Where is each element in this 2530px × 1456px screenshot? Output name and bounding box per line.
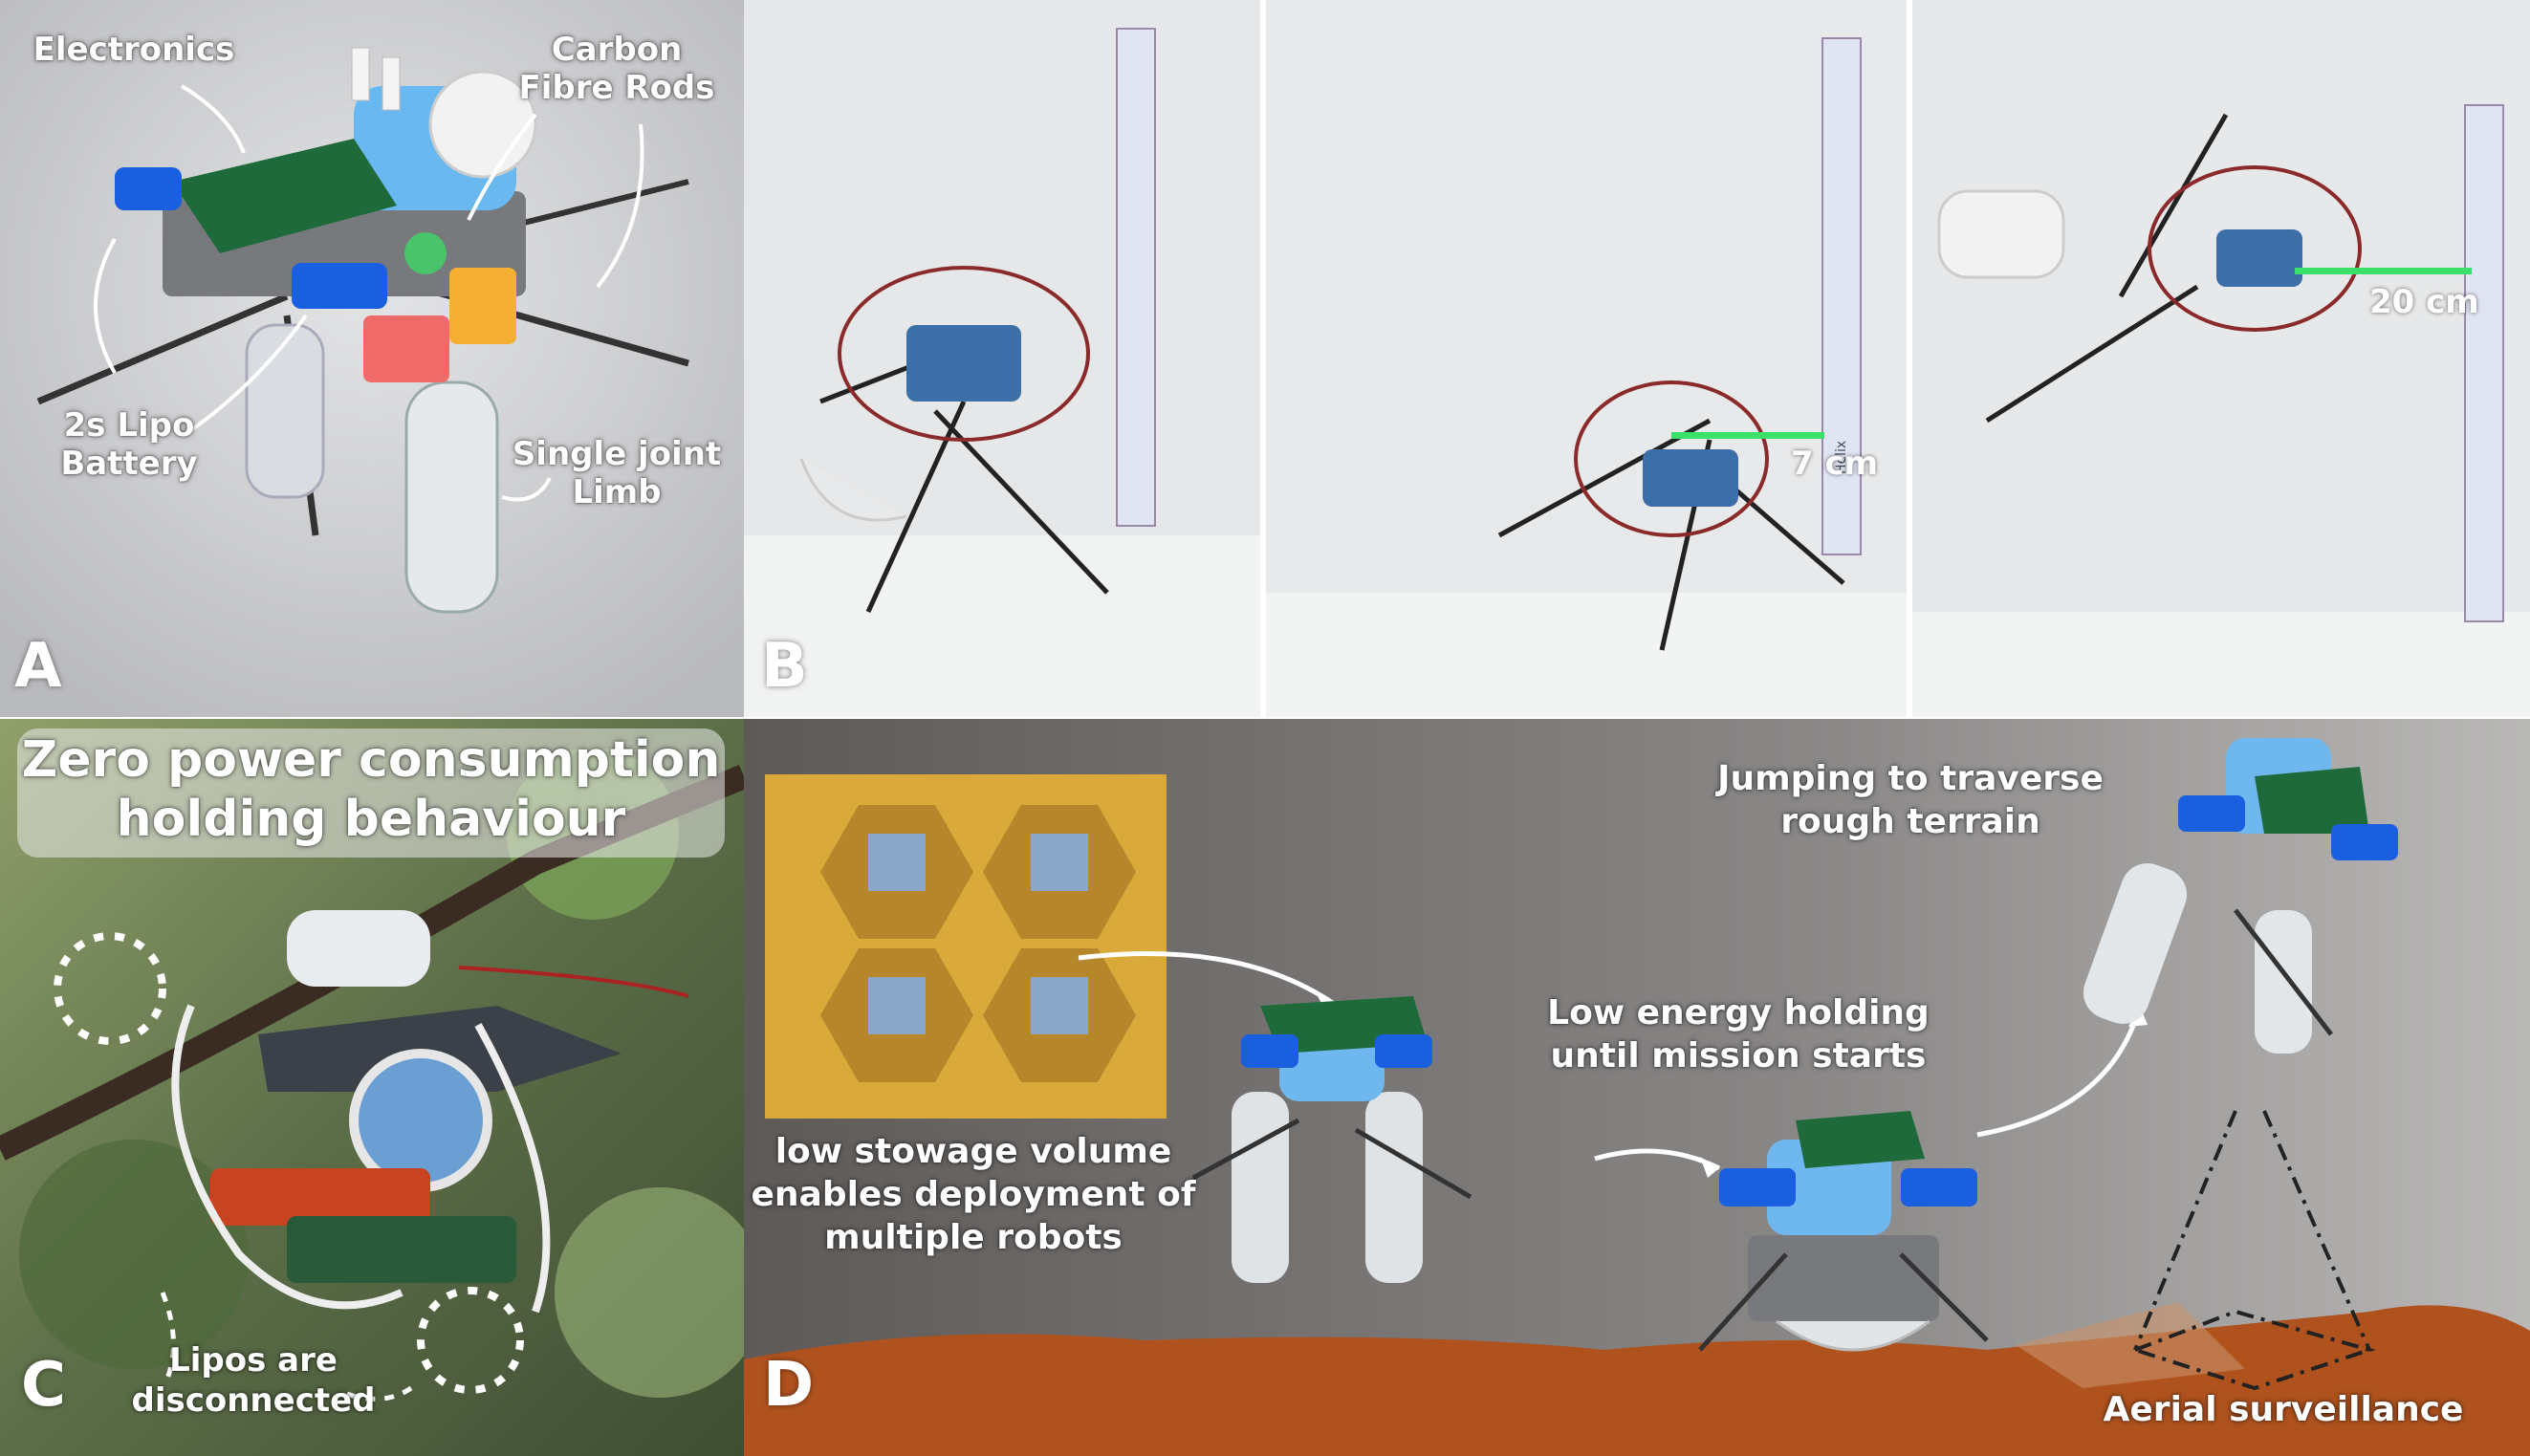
callout-carbon-rods: Carbon Fibre Rods [518, 31, 715, 107]
aerial-caption: Aerial surveillance [2103, 1390, 2464, 1429]
panel-letter-b: B [761, 631, 808, 702]
panel-letter-d: D [763, 1350, 815, 1421]
stowage-caption: low stowage volume enables deployment of… [751, 1132, 1196, 1257]
measure-line-7cm [1671, 432, 1824, 439]
panel-d: low stowage volume enables deployment of… [744, 719, 2530, 1456]
panel-a: Electronics Carbon Fibre Rods 2s Lipo Ba… [0, 0, 744, 717]
callout-electronics: Electronics [33, 31, 235, 69]
holding-caption: Low energy holding until mission starts [1547, 993, 1930, 1076]
lipos-callout: Lipos are disconnected [131, 1341, 376, 1420]
jump-sequence-photos [744, 0, 2530, 717]
robot-render-a [0, 0, 744, 717]
mission-illustration [744, 719, 2530, 1456]
holding-title: Zero power consumption holding behaviour [21, 731, 721, 848]
callout-battery: 2s Lipo Battery [60, 406, 198, 483]
jumping-caption: Jumping to traverse rough terrain [1717, 759, 2104, 841]
panel-c: Zero power consumption holding behaviour… [0, 719, 744, 1456]
holding-title-box [17, 728, 725, 858]
callout-limb: Single joint Limb [512, 435, 722, 511]
measure-label-7cm: 7 cm [1791, 445, 1879, 483]
measure-line-20cm [2295, 268, 2472, 274]
panel-letter-c: C [21, 1350, 66, 1421]
panel-b: Helix 7 cm 20 cm B [744, 0, 2530, 717]
panel-letter-a: A [14, 631, 62, 702]
measure-label-20cm: 20 cm [2369, 283, 2479, 321]
